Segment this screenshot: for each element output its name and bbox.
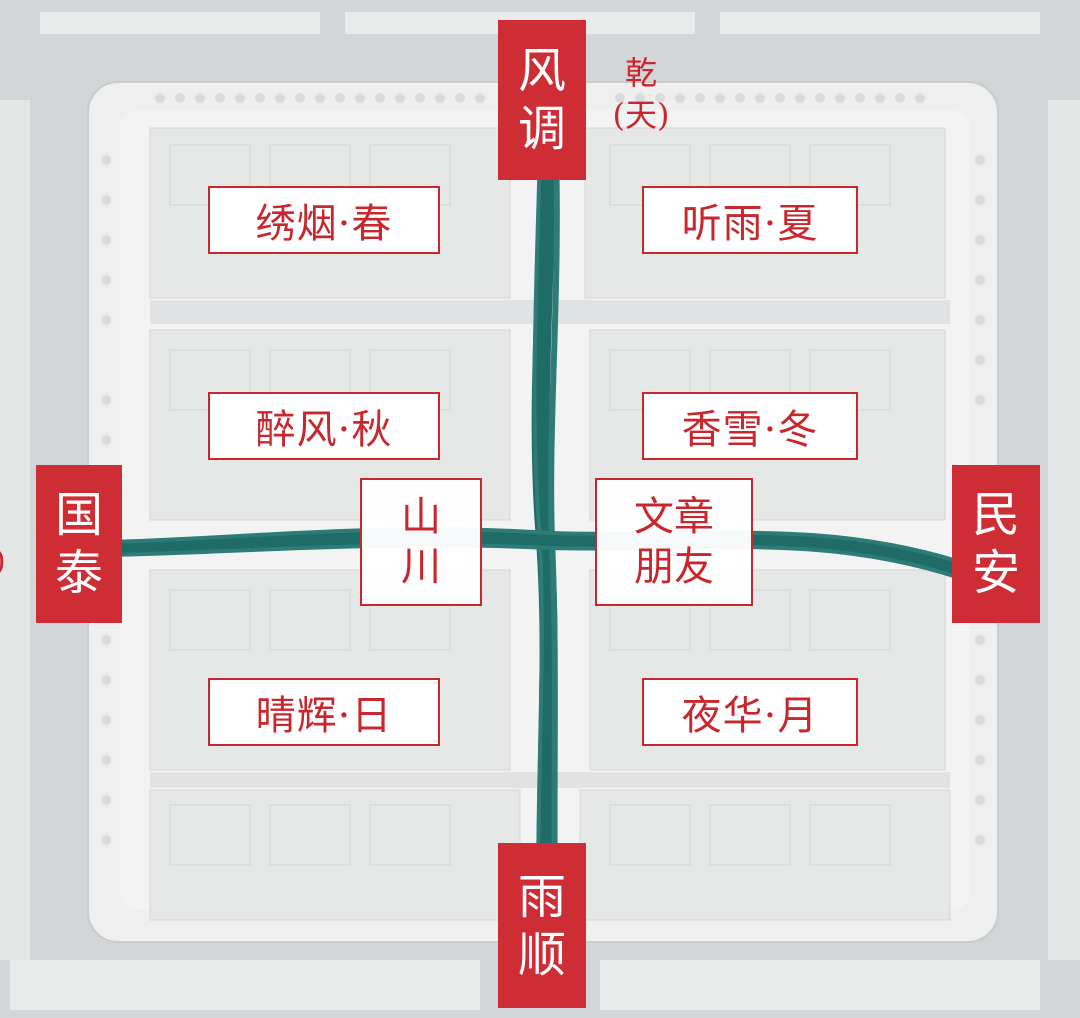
zone-summer-label: 听雨·夏 xyxy=(642,186,858,254)
direction-qian-char: 乾 xyxy=(624,54,657,92)
direction-heaven-text: (天) xyxy=(612,96,670,134)
axis-lines xyxy=(102,141,968,969)
zone-autumn-label: 醉风·秋 xyxy=(208,392,440,460)
zone-spring-label: 绣烟·春 xyxy=(208,186,440,254)
center-mountain-river-label: 山 川 xyxy=(360,478,482,606)
outer-block-left xyxy=(0,100,30,960)
edge-bracket-mark: ) xyxy=(0,544,6,579)
outer-block-top-right xyxy=(720,12,1040,34)
center-friends-text: 朋友 xyxy=(634,544,714,590)
zone-sun-label: 晴辉·日 xyxy=(208,678,440,746)
outer-block-right xyxy=(1048,100,1080,960)
gate-west-label: 国 泰 xyxy=(36,465,122,623)
center-mountain-char: 山 xyxy=(401,494,441,540)
outer-block-bottom-right xyxy=(600,960,1040,1010)
gate-east-label: 民 安 xyxy=(952,465,1040,623)
outer-block-bottom-left xyxy=(10,960,480,1010)
zone-moon-label: 夜华·月 xyxy=(642,678,858,746)
outer-block-top-left xyxy=(40,12,320,34)
gate-east-char-2: 安 xyxy=(971,545,1020,601)
gate-south-char-1: 雨 xyxy=(517,868,566,925)
zone-winter-label: 香雪·冬 xyxy=(642,392,858,460)
gate-north-label: 风 调 xyxy=(498,20,586,180)
gate-north-char-2: 调 xyxy=(517,101,566,157)
gate-south-label: 雨 顺 xyxy=(498,843,586,1008)
center-literature-friends-label: 文章 朋友 xyxy=(595,478,753,606)
gate-north-char-1: 风 xyxy=(517,43,566,99)
gate-east-char-1: 民 xyxy=(971,487,1020,543)
gate-west-char-2: 泰 xyxy=(54,545,103,601)
gate-south-char-2: 顺 xyxy=(517,926,566,983)
tree-rows xyxy=(101,93,985,845)
direction-qian-label: 乾 (天) xyxy=(596,52,686,136)
gate-west-char-1: 国 xyxy=(54,487,103,543)
center-river-char: 川 xyxy=(401,544,441,590)
center-literature-text: 文章 xyxy=(634,494,714,540)
